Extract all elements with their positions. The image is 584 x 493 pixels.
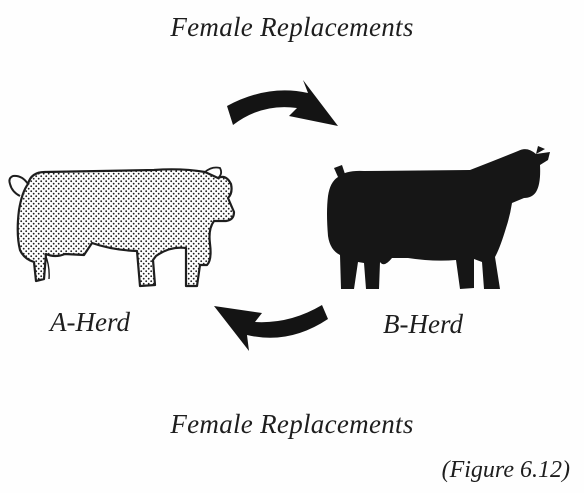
dotted-cow-outline-icon [9, 168, 234, 287]
top-replacement-label: Female Replacements [0, 14, 584, 41]
black-bull-silhouette-icon [327, 146, 550, 289]
curved-arrow-right-icon [227, 80, 338, 126]
a-herd-label: A-Herd [50, 309, 130, 336]
b-herd-label: B-Herd [383, 311, 463, 338]
curved-arrow-left-icon [214, 305, 328, 351]
bottom-replacement-label: Female Replacements [0, 411, 584, 438]
figure-caption: (Figure 6.12) [442, 458, 570, 482]
